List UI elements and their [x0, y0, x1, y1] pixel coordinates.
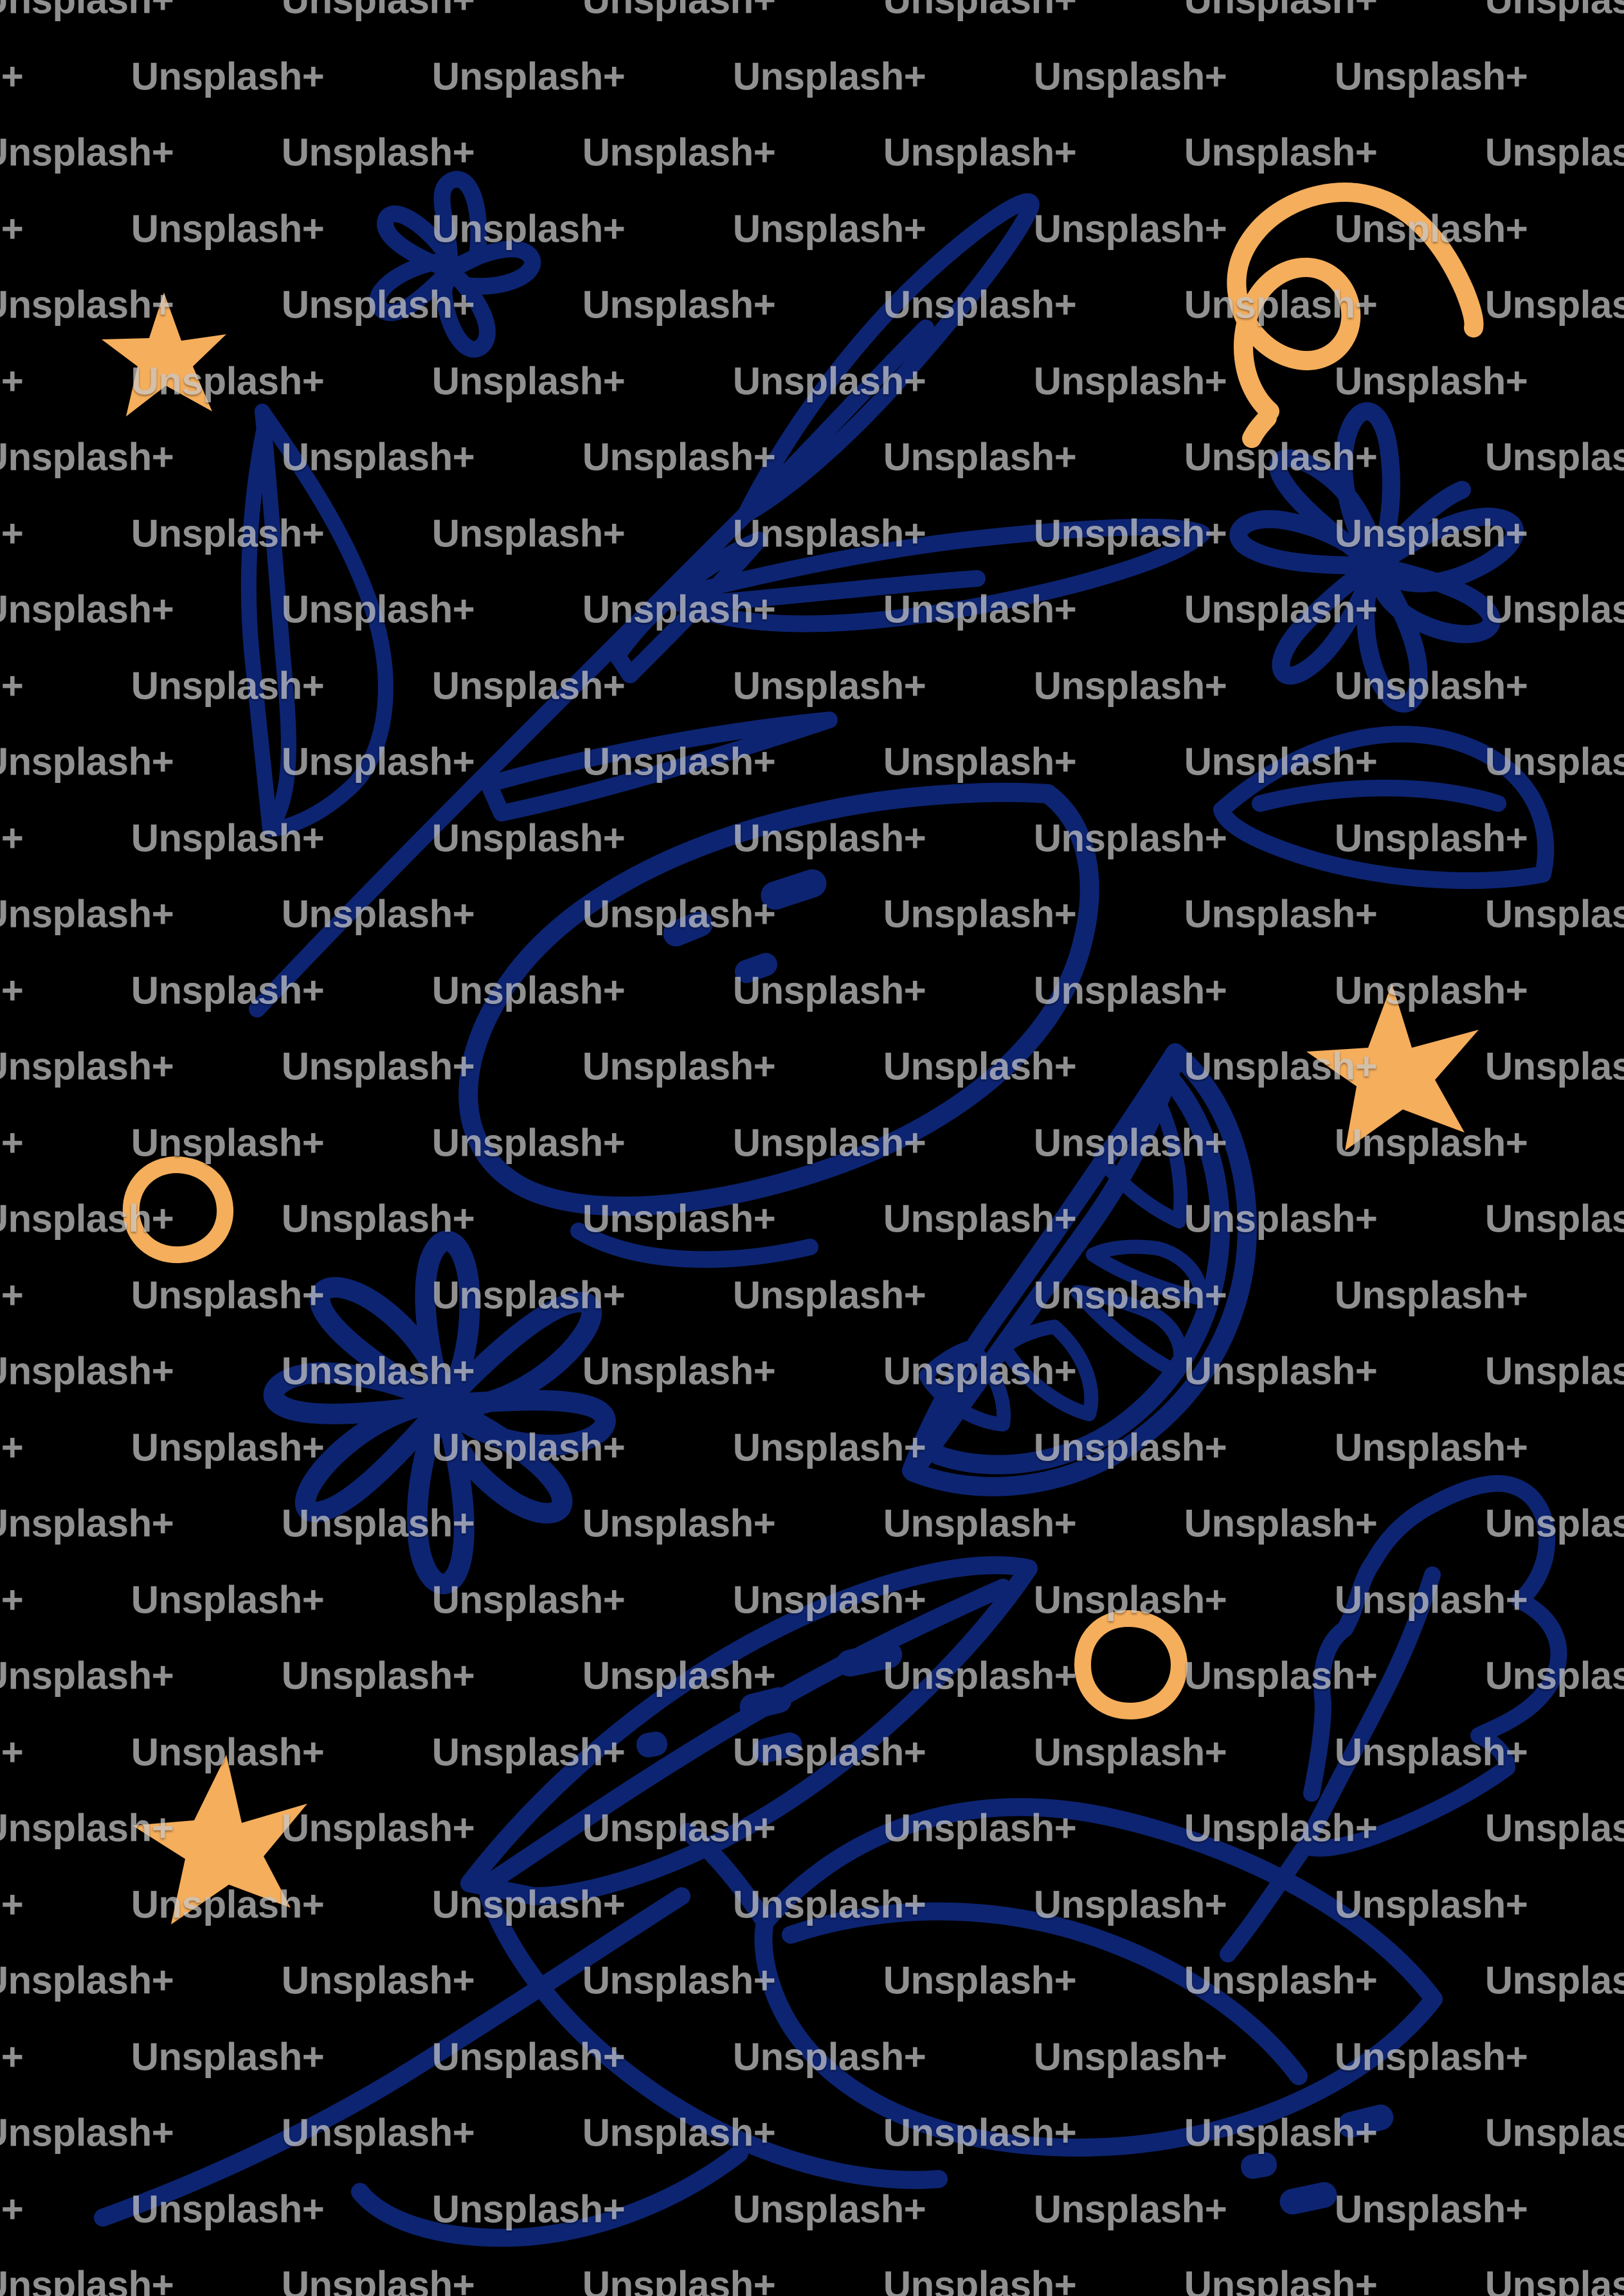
- whole-lemon: [458, 782, 1099, 1216]
- curved-stem-bottom: [94, 1823, 948, 2227]
- leafy-branch-upper: [249, 193, 1211, 1018]
- spear-leaf-left: [240, 404, 393, 837]
- pointed-leaf-right: [1213, 726, 1555, 889]
- five-point-star-top-left: [102, 292, 226, 417]
- five-point-star-right: [1306, 983, 1479, 1151]
- leaf-dash-marks-lower: [1240, 2104, 1394, 2215]
- leaf-tail-bottom-left: [351, 2144, 748, 2247]
- lemon-inner-curve: [570, 1223, 818, 1268]
- hand-drawn-ring-left: [122, 1156, 234, 1264]
- lemon-highlight-dashes: [663, 869, 827, 983]
- eight-petal-flower-left: [263, 1230, 616, 1595]
- lobed-oak-leaf-right: [1220, 1475, 1567, 1962]
- hand-drawn-ring-center-right: [1074, 1610, 1187, 1719]
- eight-petal-flower-top-right: [1229, 402, 1524, 713]
- citrus-slice-segments: [919, 1100, 1209, 1431]
- five-point-star-bottom-left: [132, 1755, 307, 1924]
- five-petal-flower-top: [369, 171, 541, 358]
- veined-leaf-bottom-lower: [754, 1798, 1443, 2157]
- loop-swirl-orange: [1227, 183, 1484, 448]
- leaf-dash-marks-upper: [636, 1641, 903, 1763]
